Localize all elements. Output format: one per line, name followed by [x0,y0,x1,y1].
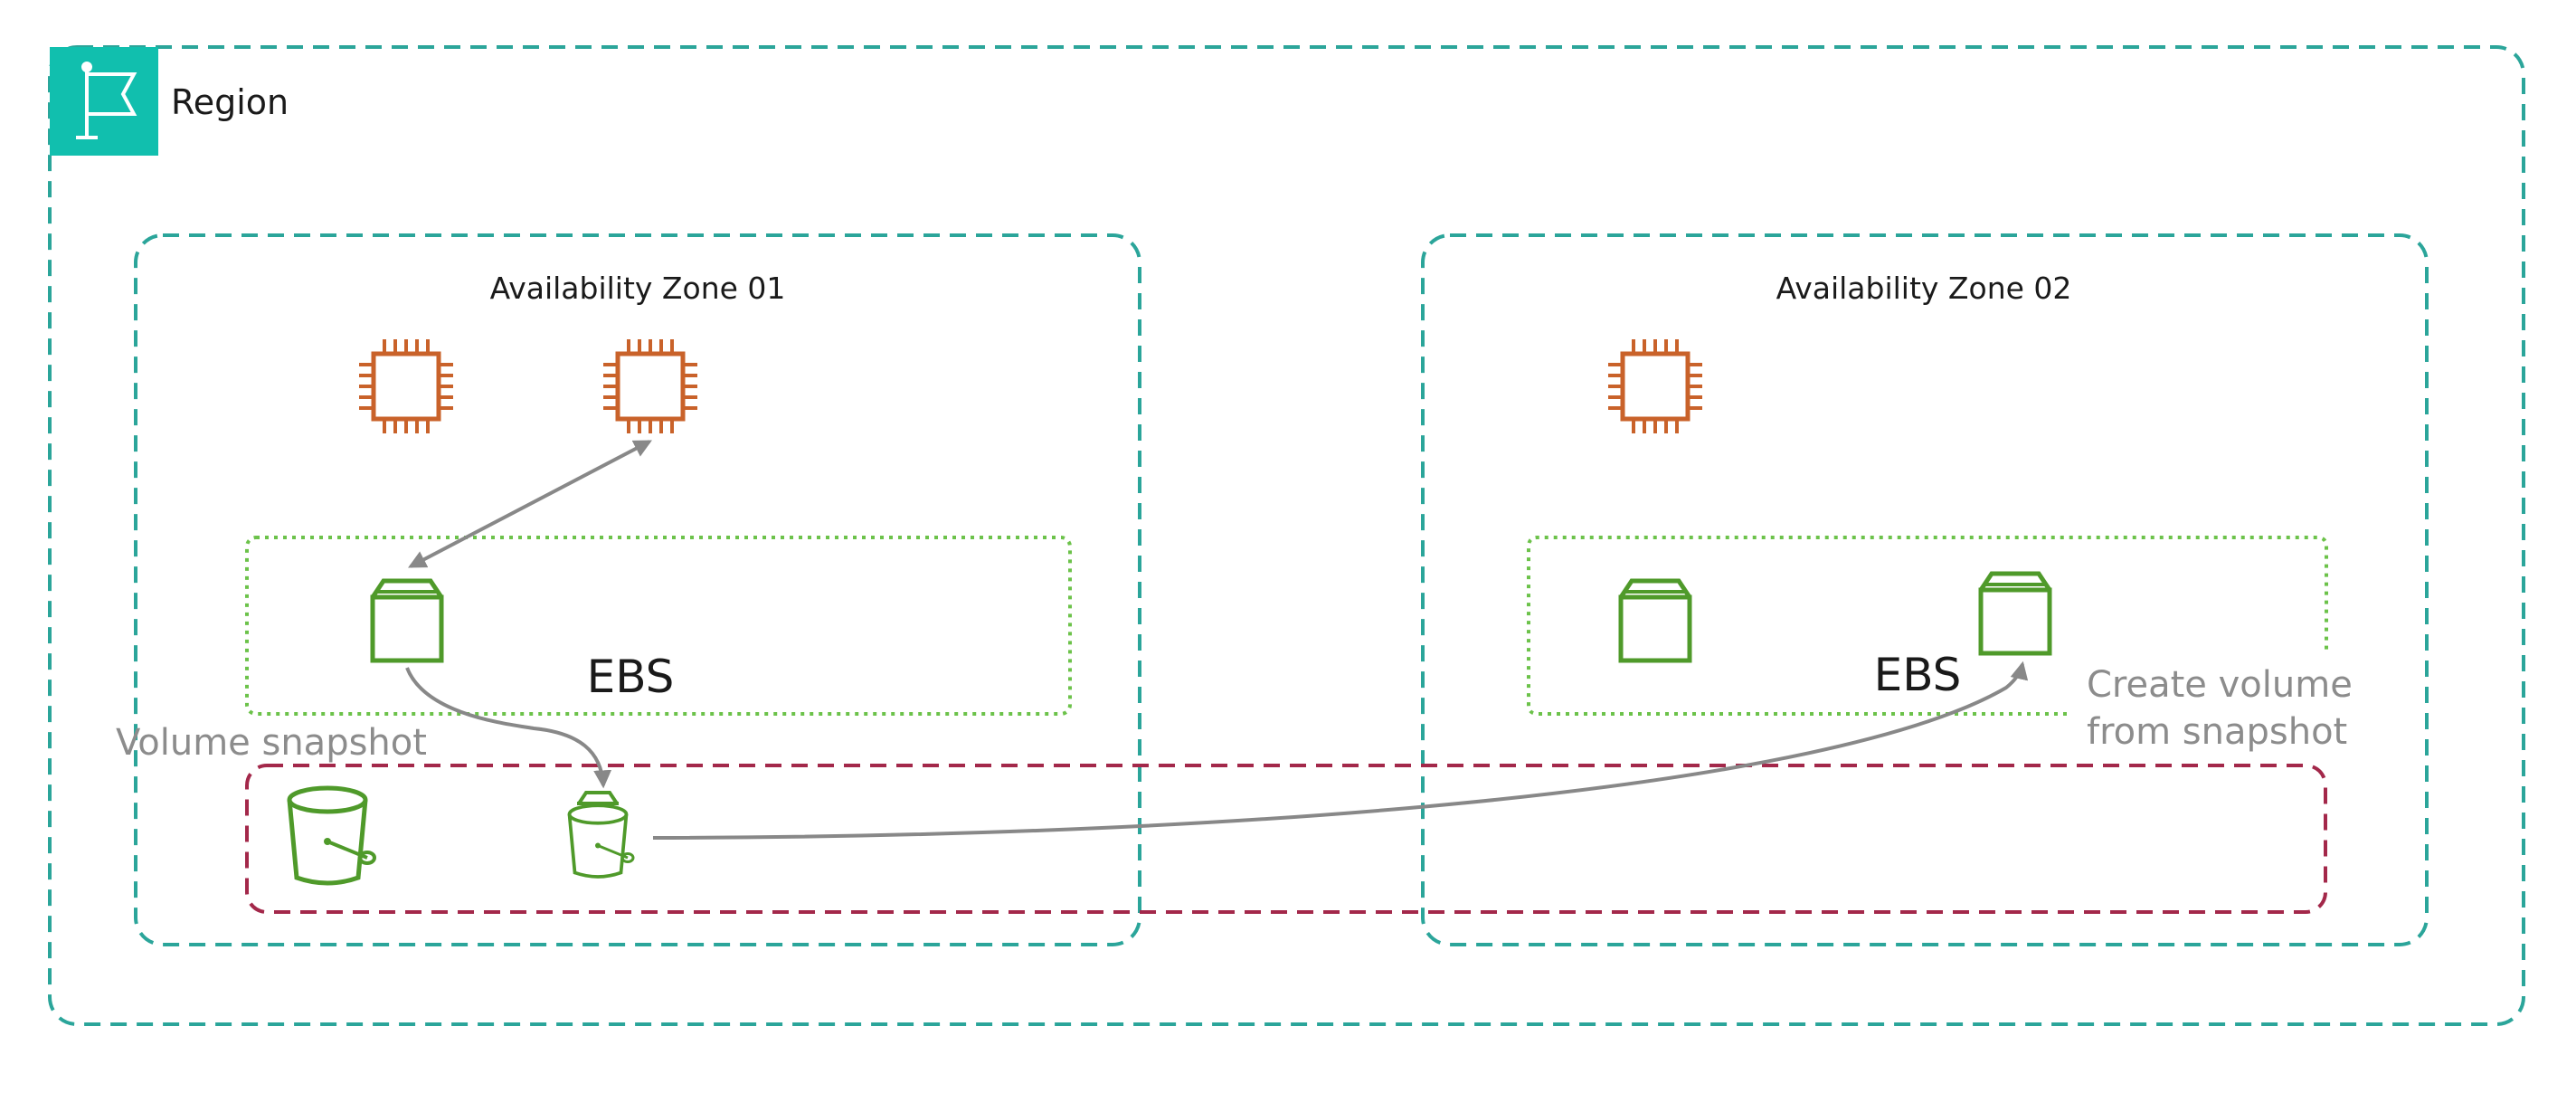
create-volume-label-line1: Create volume [2087,664,2353,706]
create-volume-arrow [652,661,2029,840]
region-badge [50,47,158,156]
ebs-volume-icon [1981,574,2050,653]
ec2-instance-icon [603,339,697,433]
flag-icon [76,62,137,139]
ebs-label-01: EBS [587,651,675,703]
create-volume-label-line2: from snapshot [2087,711,2347,753]
region-boundary [48,45,2525,1026]
availability-zone-02-label: Availability Zone 02 [1776,271,2072,306]
create-volume-label: Create volume from snapshot [2087,664,2364,753]
ec2-instance-icon [1608,339,1702,433]
ebs-group-01 [245,536,1072,716]
ec2-instance-icon [359,339,453,433]
volume-snapshot-label: Volume snapshot [116,722,427,764]
availability-zone-02 [1421,233,2429,946]
instance-volume-link-arrow [408,440,652,568]
snapshot-group [245,764,2327,914]
region-label: Region [171,82,289,122]
ebs-volume-icon [1621,581,1690,661]
snapshot-bucket-icon [567,791,635,879]
availability-zone-01-label: Availability Zone 01 [490,271,786,306]
ebs-group-02 [1527,536,2328,716]
s3-bucket-icon [289,788,374,883]
snapshot-arrow [405,667,612,789]
ebs-volume-icon [373,581,441,661]
ebs-label-02: EBS [1874,649,1962,701]
availability-zone-01 [134,233,1141,946]
